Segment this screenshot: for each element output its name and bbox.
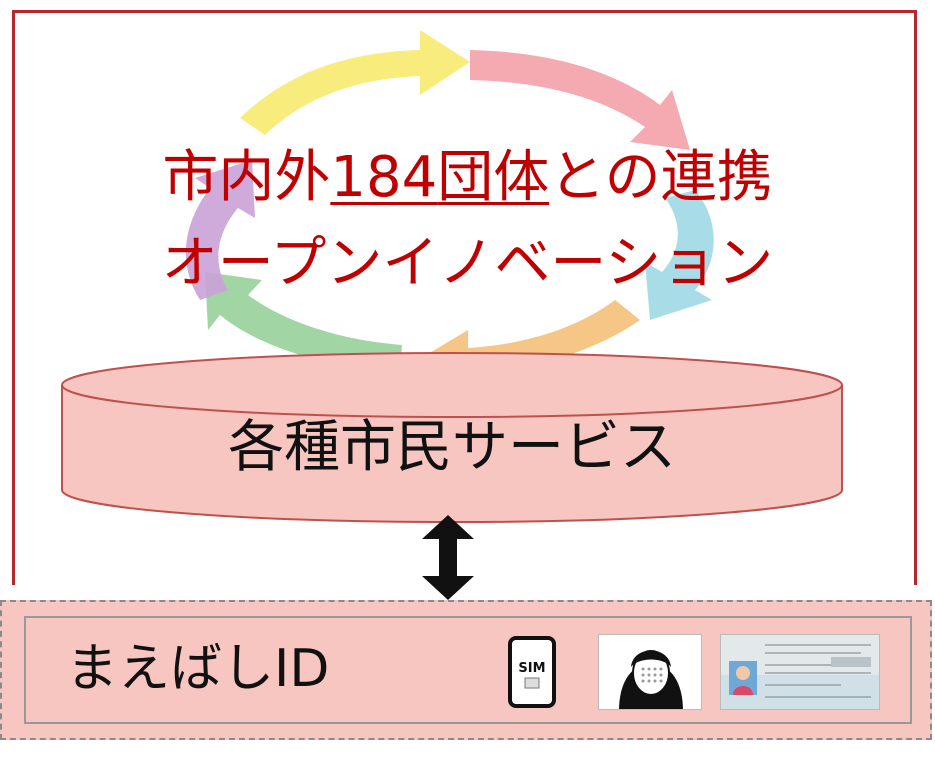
- cycle-arrow-cyan: [645, 190, 714, 320]
- headline-suffix: との連携: [549, 145, 773, 210]
- headline-line-2: オープンイノベーション: [161, 231, 774, 296]
- my-number-card-icon: [720, 634, 880, 710]
- services-cylinder-top: [61, 352, 843, 418]
- maebashi-id-label: まえばしID: [66, 639, 330, 699]
- diagram-frame: [12, 10, 917, 585]
- face-recognition-icon: [598, 634, 702, 710]
- headline-line-1: 市内外184団体との連携: [0, 150, 935, 206]
- cycle-arrows: [61, 30, 843, 523]
- headline-number: 184: [330, 145, 438, 210]
- cycle-arrow-purple: [185, 160, 255, 300]
- services-label: 各種市民サービス: [228, 415, 676, 480]
- double-arrow-icon: [422, 515, 474, 600]
- smartphone-sim-icon: SIM: [504, 634, 560, 710]
- headline-prefix: 市内外: [162, 145, 331, 210]
- cycle-arrow-yellow: [240, 30, 470, 135]
- sim-text: SIM: [518, 661, 545, 676]
- cycle-arrow-pink: [470, 50, 690, 150]
- maebashi-id-bar: まえばしID SIM: [0, 600, 932, 740]
- maebashi-id-inner: まえばしID SIM: [24, 616, 912, 724]
- headline-group-word: 団体: [437, 145, 550, 210]
- cycle-arrow-green: [205, 272, 402, 372]
